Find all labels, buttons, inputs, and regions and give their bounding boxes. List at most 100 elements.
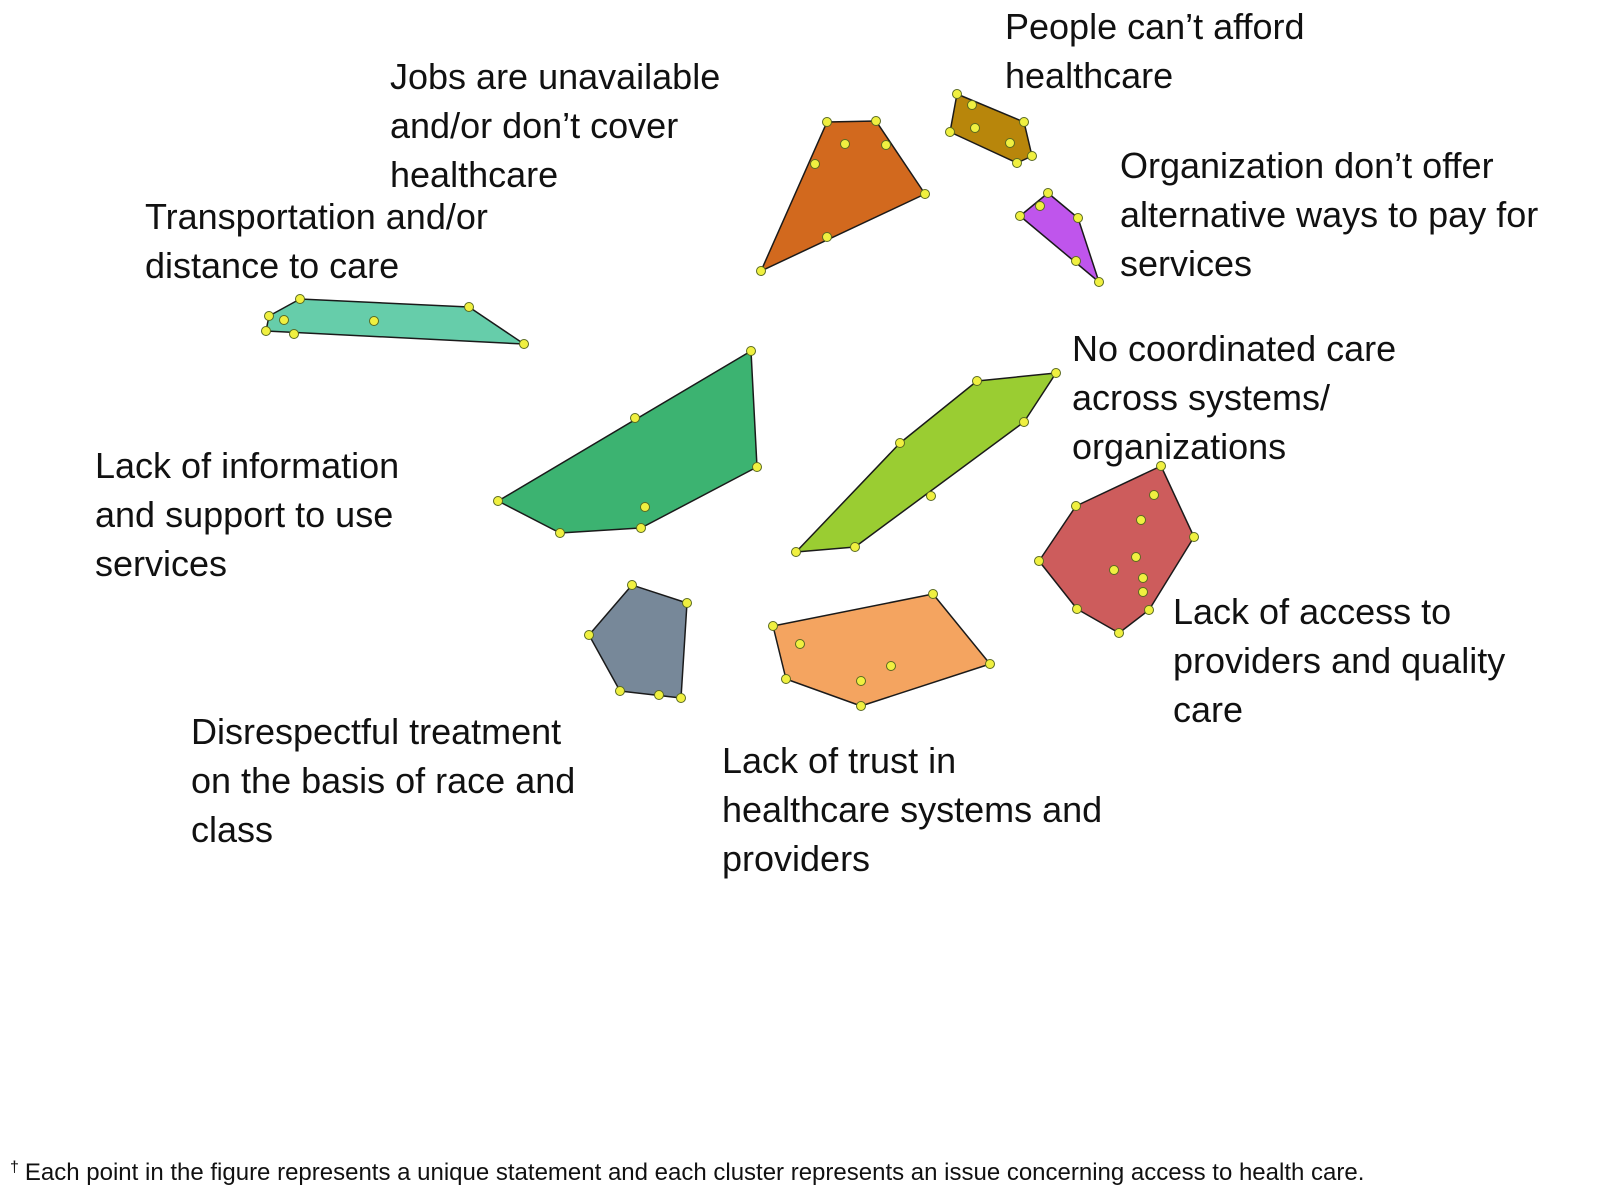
statement-point xyxy=(627,580,637,590)
statement-point xyxy=(895,438,905,448)
statement-point xyxy=(791,547,801,557)
label-transport: Transportation and/or distance to care xyxy=(145,196,488,286)
cluster-polygon-alt-pay xyxy=(1019,192,1100,283)
cluster-disrespect xyxy=(584,580,692,703)
statement-point xyxy=(555,528,565,538)
cluster-polygon-info xyxy=(497,350,758,534)
cluster-polygon-access xyxy=(1038,465,1195,634)
cluster-polygon-coordinated xyxy=(795,372,1057,553)
statement-point xyxy=(928,589,938,599)
cluster-trust xyxy=(768,589,995,711)
statement-point xyxy=(1072,604,1082,614)
label-alt-pay: Organization don’t offer alternative way… xyxy=(1120,145,1539,284)
statement-point xyxy=(295,294,305,304)
statement-point xyxy=(676,693,686,703)
statement-point xyxy=(464,302,474,312)
statement-point xyxy=(1156,461,1166,471)
statement-point xyxy=(1015,211,1025,221)
label-trust: Lack of trust in healthcare systems and … xyxy=(722,740,1103,879)
statement-point xyxy=(920,189,930,199)
statement-point xyxy=(972,376,982,386)
statement-point xyxy=(261,326,271,336)
label-coordinated: No coordinated care across systems/ orga… xyxy=(1072,328,1397,467)
cluster-info xyxy=(493,346,762,538)
statement-point xyxy=(967,100,977,110)
statement-point xyxy=(952,89,962,99)
statement-point xyxy=(856,701,866,711)
footnote-text: Each point in the figure represents a un… xyxy=(24,1159,1365,1186)
statement-point xyxy=(850,542,860,552)
statement-point xyxy=(985,659,995,669)
cluster-coordinated xyxy=(791,368,1061,557)
statement-point xyxy=(1189,532,1199,542)
statement-point xyxy=(682,598,692,608)
statement-point xyxy=(756,266,766,276)
cluster-polygon-trust xyxy=(772,593,991,707)
statement-point xyxy=(822,232,832,242)
statement-point xyxy=(1071,256,1081,266)
statement-point xyxy=(886,661,896,671)
statement-point xyxy=(1019,417,1029,427)
statement-point xyxy=(369,316,379,326)
label-info: Lack of information and support to use s… xyxy=(95,445,400,584)
statement-point xyxy=(1136,515,1146,525)
statement-point xyxy=(1051,368,1061,378)
label-access: Lack of access to providers and quality … xyxy=(1173,591,1506,730)
label-afford: People can’t afford healthcare xyxy=(1005,6,1305,96)
statement-point xyxy=(615,686,625,696)
statement-point xyxy=(279,315,289,325)
footnote: † Each point in the figure represents a u… xyxy=(10,1153,1364,1188)
statement-point xyxy=(1035,201,1045,211)
statement-point xyxy=(264,311,274,321)
statement-point xyxy=(881,140,891,150)
statement-point xyxy=(289,329,299,339)
statement-point xyxy=(1131,552,1141,562)
cluster-transport xyxy=(261,294,529,349)
statement-point xyxy=(640,502,650,512)
statement-point xyxy=(1138,587,1148,597)
statement-point xyxy=(1019,117,1029,127)
statement-point xyxy=(795,639,805,649)
cluster-alt-pay xyxy=(1015,188,1104,287)
statement-point xyxy=(630,413,640,423)
cluster-polygon-afford xyxy=(949,93,1033,164)
statement-point xyxy=(856,676,866,686)
statement-point xyxy=(636,523,646,533)
statement-point xyxy=(1144,605,1154,615)
cluster-access xyxy=(1034,461,1199,638)
statement-point xyxy=(584,630,594,640)
statement-point xyxy=(840,139,850,149)
statement-point xyxy=(1034,556,1044,566)
statement-point xyxy=(810,159,820,169)
statement-point xyxy=(1094,277,1104,287)
statement-point xyxy=(871,116,881,126)
statement-point xyxy=(926,491,936,501)
statement-point xyxy=(1149,490,1159,500)
cluster-afford xyxy=(945,89,1037,168)
statement-point xyxy=(1138,573,1148,583)
statement-point xyxy=(945,127,955,137)
statement-point xyxy=(746,346,756,356)
statement-point xyxy=(654,690,664,700)
statement-point xyxy=(970,123,980,133)
statement-point xyxy=(1071,501,1081,511)
cluster-jobs xyxy=(756,116,930,276)
statement-point xyxy=(768,621,778,631)
statement-point xyxy=(752,462,762,472)
statement-point xyxy=(781,674,791,684)
cluster-polygon-transport xyxy=(265,298,525,345)
statement-point xyxy=(1109,565,1119,575)
statement-point xyxy=(1012,158,1022,168)
statement-point xyxy=(1005,138,1015,148)
statement-point xyxy=(1114,628,1124,638)
cluster-polygon-disrespect xyxy=(588,584,688,699)
statement-point xyxy=(1043,188,1053,198)
statement-point xyxy=(822,117,832,127)
footnote-marker: † xyxy=(10,1159,19,1176)
label-disrespect: Disrespectful treatment on the basis of … xyxy=(191,711,576,850)
statement-point xyxy=(1027,151,1037,161)
label-jobs: Jobs are unavailable and/or don’t cover … xyxy=(390,56,721,195)
statement-point xyxy=(493,496,503,506)
statement-point xyxy=(1073,213,1083,223)
